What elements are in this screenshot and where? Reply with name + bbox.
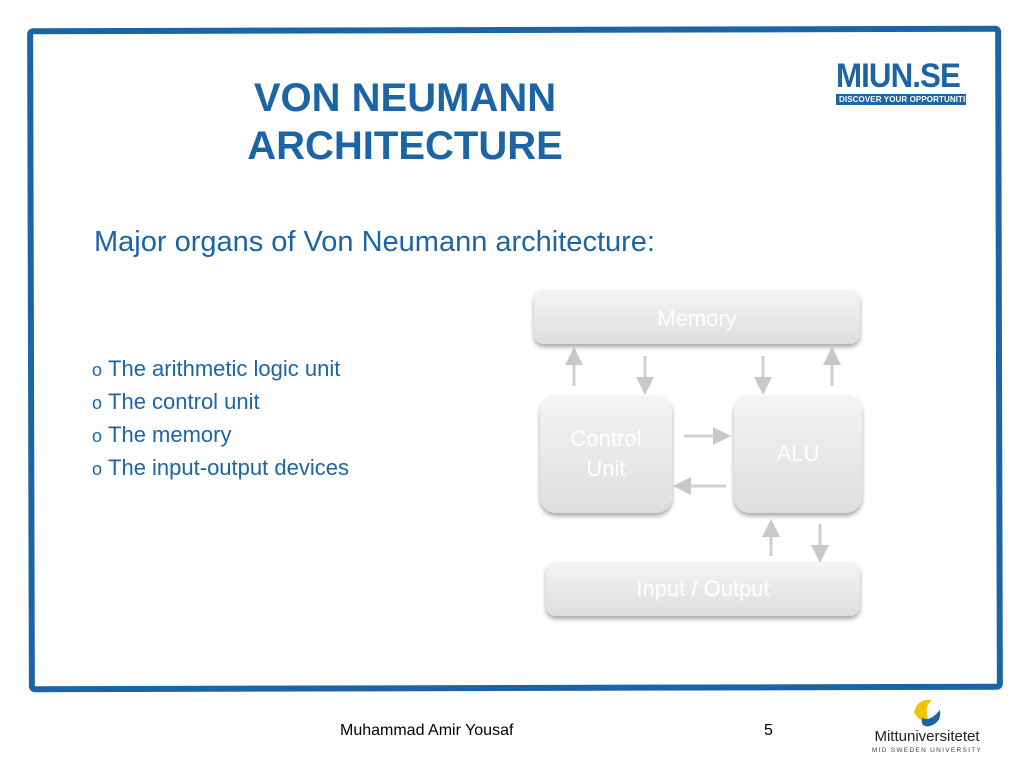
alu-box: ALU xyxy=(734,395,862,513)
title-line-2: ARCHITECTURE xyxy=(247,124,563,168)
control-unit-line-2: Unit xyxy=(586,456,626,481)
university-subtitle: MID SWEDEN UNIVERSITY xyxy=(871,747,983,754)
control-unit-label: Control Unit xyxy=(571,424,642,484)
list-item: o The memory xyxy=(92,419,349,452)
bullet-marker: o xyxy=(92,426,103,446)
list-item: o The input-output devices xyxy=(92,452,349,485)
footer-author: Muhammad Amir Yousaf xyxy=(340,722,514,739)
slide-subtitle: Major organs of Von Neumann architecture… xyxy=(94,226,655,258)
bullet-text: The memory xyxy=(108,422,232,447)
miun-logo: MIUN.SE DISCOVER YOUR OPPORTUNITIES xyxy=(836,57,976,110)
bullet-marker: o xyxy=(92,360,103,380)
bullet-marker: o xyxy=(92,459,103,479)
university-name: Mittuniversitetet xyxy=(874,728,980,745)
logo-tagline: DISCOVER YOUR OPPORTUNITIES xyxy=(836,94,976,105)
bullet-text: The input-output devices xyxy=(108,455,349,480)
slide-title: VON NEUMANN ARCHITECTURE xyxy=(200,74,610,170)
memory-label: Memory xyxy=(657,306,737,331)
bullet-list: o The arithmetic logic unit o The contro… xyxy=(92,353,349,485)
university-logo: Mittuniversitetet MID SWEDEN UNIVERSITY xyxy=(862,696,992,760)
input-output-box: Input / Output xyxy=(546,562,860,616)
logo-wordmark: MIUN.SE xyxy=(836,57,961,95)
list-item: o The control unit xyxy=(92,386,349,419)
bullet-text: The control unit xyxy=(108,389,260,414)
university-mark-icon xyxy=(914,699,941,727)
control-unit-box: Control Unit xyxy=(540,395,672,513)
input-output-label: Input / Output xyxy=(636,576,770,601)
title-line-1: VON NEUMANN xyxy=(253,76,557,120)
memory-box: Memory xyxy=(534,290,860,344)
control-unit-line-1: Control xyxy=(570,426,642,451)
page-number: 5 xyxy=(764,722,773,739)
alu-label: ALU xyxy=(776,441,820,466)
bullet-text: The arithmetic logic unit xyxy=(108,356,341,381)
bullet-marker: o xyxy=(92,393,103,413)
list-item: o The arithmetic logic unit xyxy=(92,353,349,386)
